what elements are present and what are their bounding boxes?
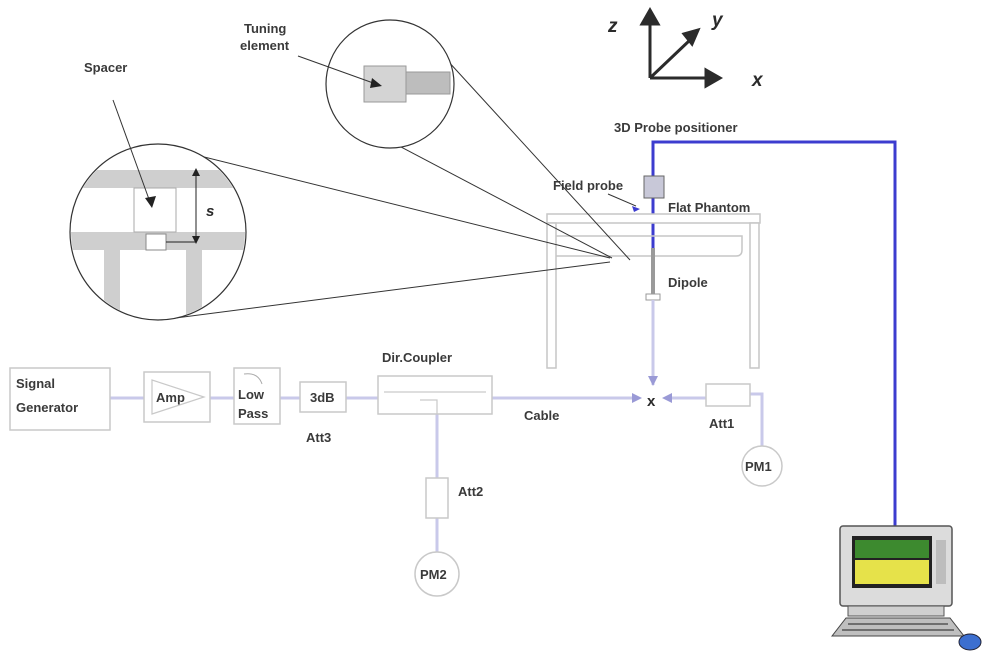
x-arrowhead	[704, 67, 724, 89]
signal-generator-label-line2: Generator	[16, 400, 78, 415]
att1-label: Att1	[709, 416, 734, 431]
attenuator-3db-label: 3dB	[310, 390, 335, 405]
spacer-pointer	[112, 99, 151, 203]
signal-generator	[9, 367, 111, 431]
low-pass-label-line2: Pass	[238, 406, 268, 421]
spacer-small-block	[145, 233, 167, 251]
tuning-zoom-line-right	[435, 47, 631, 261]
low-pass-filter	[233, 367, 281, 425]
monitor-side-panel	[936, 540, 946, 584]
spacer-block	[133, 187, 177, 233]
tuning-zoom	[297, 19, 631, 261]
tuning-element-label-line1: Tuning	[244, 21, 286, 36]
field-probe	[643, 175, 665, 199]
junction-arrow-left	[632, 393, 642, 403]
spacer-zoom-line-bottom	[159, 261, 611, 321]
coupler-branch-line	[420, 399, 438, 414]
tuning-pointer-arrow	[370, 78, 382, 88]
flat-phantom-table	[546, 213, 761, 369]
y-axis	[648, 38, 692, 80]
s-arrow-bottom	[192, 236, 200, 244]
power-meter-pm2	[414, 551, 460, 597]
tuning-pointer	[297, 55, 377, 85]
amplifier-label: Amp	[156, 390, 185, 405]
coordinate-axes	[639, 6, 724, 89]
strut-right	[186, 250, 202, 319]
dir-coupler-label: Dir.Coupler	[382, 350, 452, 365]
z-arrowhead	[639, 6, 661, 26]
directional-coupler	[377, 375, 493, 415]
low-pass-curve-icon	[243, 373, 263, 385]
attenuator-3db	[299, 381, 347, 413]
mouse-body	[958, 633, 982, 651]
cable-label: Cable	[524, 408, 559, 423]
dipole-label: Dipole	[668, 275, 708, 290]
pm1-label: PM1	[745, 459, 772, 474]
probe-positioner-label: 3D Probe positioner	[614, 120, 738, 135]
phantom-shell	[556, 235, 743, 257]
spacer-pointer-arrow	[145, 196, 156, 208]
flat-phantom-label: Flat Phantom	[668, 200, 750, 215]
mouse-icon	[958, 633, 982, 651]
keyboard	[830, 617, 966, 637]
field-probe-label: Field probe	[553, 178, 623, 193]
spacer-zoom-line-top	[159, 145, 611, 259]
phantom-tabletop	[546, 213, 761, 224]
tuning-element-rod	[405, 71, 451, 95]
s-label: s	[206, 203, 214, 220]
s-arrow-top	[192, 168, 200, 176]
signal-generator-label-line1: Signal	[16, 376, 55, 391]
att3-label: Att3	[306, 430, 331, 445]
junction-arrow-right	[662, 393, 672, 403]
attenuator-att1	[705, 383, 751, 407]
phantom-leg-left	[546, 222, 557, 369]
x-axis-label: x	[751, 70, 764, 91]
amplifier	[143, 371, 211, 423]
field-probe-pointer	[607, 193, 637, 207]
screen-green-band	[855, 540, 929, 558]
computer-icon	[830, 525, 966, 637]
y-arrowhead	[681, 27, 701, 47]
tuning-element-label-line2: element	[240, 38, 290, 53]
dipole-feed-arrow	[648, 376, 658, 386]
z-axis-label: z	[607, 16, 618, 37]
y-axis-label: y	[711, 10, 724, 31]
wire-att1-pm1	[750, 392, 764, 446]
spacer-zoom	[69, 99, 611, 321]
pm2-label: PM2	[420, 567, 447, 582]
amplifier-triangle-icon	[151, 379, 206, 415]
dipole-feed	[645, 293, 661, 301]
tuning-element-block	[363, 65, 407, 103]
upper-plate	[71, 170, 245, 188]
phantom-leg-right	[749, 222, 760, 369]
strut-left	[104, 250, 120, 319]
spacer-label: Spacer	[84, 60, 127, 75]
computer-base	[847, 605, 945, 617]
att2-label: Att2	[458, 484, 483, 499]
junction-x-label: x	[647, 393, 656, 410]
attenuator-att2	[425, 477, 449, 519]
field-probe-pointer-arrow	[632, 206, 640, 212]
power-meter-pm1	[741, 445, 783, 487]
low-pass-label-line1: Low	[238, 387, 265, 402]
screen-yellow-band	[855, 560, 929, 584]
